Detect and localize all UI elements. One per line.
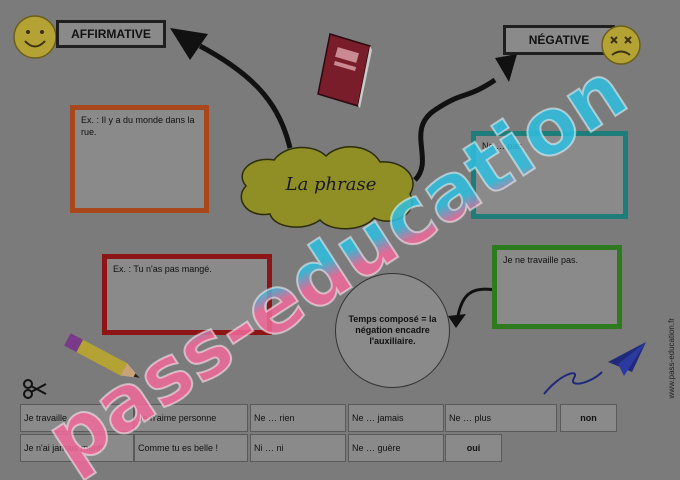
cutout-je-naime-personne[interactable]: Je n'aime personne	[134, 404, 248, 432]
affirmative-box-2: Ex. : Tu n'as pas mangé.	[102, 254, 272, 335]
scissors-icon	[23, 379, 47, 399]
affirmative-example-text: Ex. : Il y a du monde dans la rue.	[81, 115, 195, 137]
phrase-cloud	[240, 146, 414, 230]
affirmative-box-2-text: Ex. : Tu n'as pas mangé.	[113, 264, 212, 274]
negative-example-text: Ne … pas	[482, 141, 523, 151]
negative-title: NÉGATIVE	[503, 25, 615, 55]
cutout-ne-guere[interactable]: Ne … guère	[348, 434, 444, 462]
happy-smiley-icon	[13, 15, 57, 59]
cutout-ne-rien[interactable]: Ne … rien	[250, 404, 346, 432]
affirmative-title: AFFIRMATIVE	[56, 20, 166, 48]
affirmative-example-box: Ex. : Il y a du monde dans la rue.	[70, 105, 209, 213]
arrow-to-negative	[413, 54, 517, 182]
negative-box-2: Je ne travaille pas.	[492, 245, 622, 329]
cutout-comme-tu-es-belle[interactable]: Comme tu es belle !	[134, 434, 248, 462]
book-icon	[317, 33, 372, 108]
compound-tense-note: Temps composé = la négation encadre l'au…	[335, 273, 450, 388]
paper-plane-icon	[543, 342, 646, 395]
cutout-oui[interactable]: oui	[445, 434, 502, 462]
side-url: www.pass-education.fr	[667, 318, 676, 399]
cutout-je-travaille[interactable]: Je travaille	[20, 404, 134, 432]
cutout-non[interactable]: non	[560, 404, 617, 432]
arrow-to-affirmative	[170, 28, 293, 149]
cutout-ni-ni[interactable]: Ni … ni	[250, 434, 346, 462]
phrase-cloud-label: La phrase	[285, 174, 377, 195]
negative-box-2-text: Je ne travaille pas.	[503, 255, 579, 265]
negative-example-box: Ne … pas	[471, 131, 628, 219]
arrow-to-note	[448, 287, 496, 328]
pencil-icon	[64, 333, 140, 378]
sad-smiley-icon	[601, 25, 641, 65]
cutout-je-nai-jamais-menti[interactable]: Je n'ai jamais menti	[20, 434, 134, 462]
cutout-ne-jamais[interactable]: Ne … jamais	[348, 404, 444, 432]
cutout-ne-plus[interactable]: Ne … plus	[445, 404, 557, 432]
